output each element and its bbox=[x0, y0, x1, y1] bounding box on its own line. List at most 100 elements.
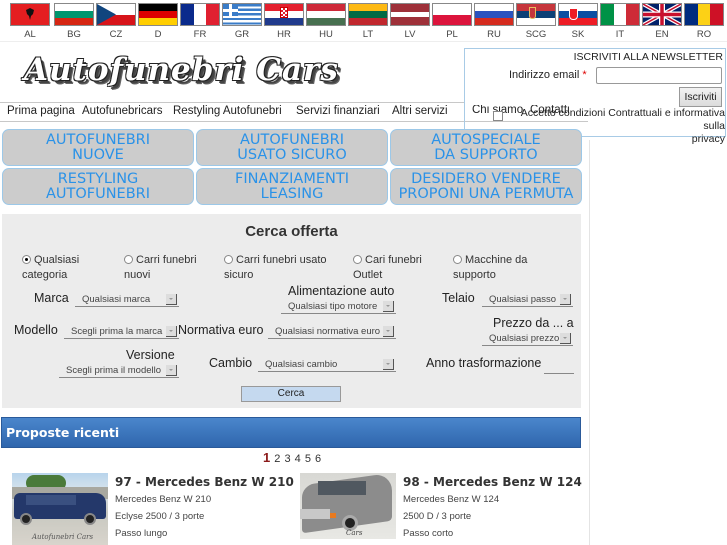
anno-label: Anno trasformazione bbox=[426, 356, 542, 370]
flag-lt[interactable]: LT bbox=[348, 3, 388, 41]
listing-card: Autofunebri Cars 97 - Mercedes Benz W 21… bbox=[12, 473, 302, 545]
cambio-select[interactable]: Qualsiasi cambio bbox=[258, 358, 396, 372]
listing-photo[interactable]: Autofunebri Cars bbox=[12, 473, 108, 545]
serbia-flag-icon bbox=[516, 3, 556, 26]
radio-unchecked-icon bbox=[124, 255, 133, 264]
flag-lv[interactable]: LV bbox=[390, 3, 430, 41]
main-nav: Prima pagina Autofunebricars Restyling A… bbox=[0, 102, 588, 122]
flag-cz[interactable]: CZ bbox=[96, 3, 136, 41]
alimentazione-select[interactable]: Qualsiasi tipo motore bbox=[281, 300, 396, 314]
nav-prima-pagina[interactable]: Prima pagina bbox=[7, 105, 75, 117]
newsletter-box: ISCRIVITI ALLA NEWSLETTER Indirizzo emai… bbox=[464, 48, 726, 145]
newsletter-title: ISCRIVITI ALLA NEWSLETTER bbox=[573, 51, 723, 63]
search-submit-button[interactable]: Cerca bbox=[241, 386, 341, 402]
marca-label: Marca bbox=[34, 291, 69, 305]
normativa-label: Normativa euro bbox=[178, 323, 264, 337]
flag-bg[interactable]: BG bbox=[54, 3, 94, 41]
subscribe-button[interactable]: Iscriviti bbox=[679, 87, 722, 107]
radio-carri-usato-sicuro[interactable]: Carri funebri usato sicuro bbox=[224, 254, 327, 281]
nav-altri-servizi[interactable]: Altri servizi bbox=[392, 105, 448, 117]
nav-contatti[interactable]: Contatti bbox=[530, 104, 570, 116]
flag-pl[interactable]: PL bbox=[432, 3, 472, 41]
versione-label: Versione bbox=[126, 348, 175, 362]
column-divider bbox=[589, 140, 590, 545]
dropdown-arrow-icon bbox=[383, 301, 394, 312]
flag-sk[interactable]: SK bbox=[558, 3, 598, 41]
dropdown-arrow-icon bbox=[166, 326, 177, 337]
listing-chassis: Passo lungo bbox=[115, 528, 168, 539]
modello-select[interactable]: Scegli prima la marca bbox=[64, 325, 179, 339]
newsletter-email-input[interactable] bbox=[596, 67, 722, 84]
prezzo-select[interactable]: Qualsiasi prezzo bbox=[482, 332, 573, 346]
radio-unchecked-icon bbox=[453, 255, 462, 264]
germany-flag-icon bbox=[138, 3, 178, 26]
telaio-select[interactable]: Qualsiasi passo bbox=[482, 293, 573, 307]
listing-title[interactable]: 97 - Mercedes Benz W 210 bbox=[115, 475, 294, 489]
marca-select[interactable]: Qualsiasi marca bbox=[75, 293, 179, 307]
listing-model: Mercedes Benz W 124 bbox=[403, 494, 500, 505]
radio-checked-icon bbox=[22, 255, 31, 264]
page-4[interactable]: 4 bbox=[294, 453, 301, 465]
listing-card: Cars 98 - Mercedes Benz W 124 Mercedes B… bbox=[300, 473, 590, 545]
flag-d[interactable]: D bbox=[138, 3, 178, 41]
terms-checkbox[interactable] bbox=[493, 111, 503, 121]
page-2[interactable]: 2 bbox=[274, 453, 281, 465]
romania-flag-icon bbox=[684, 3, 724, 26]
terms-text: Accetto condizioni Contrattuali e inform… bbox=[520, 107, 725, 145]
page-6[interactable]: 6 bbox=[315, 453, 322, 465]
flag-scg[interactable]: SCG bbox=[516, 3, 556, 41]
normativa-select[interactable]: Qualsiasi normativa euro bbox=[268, 325, 396, 339]
dropdown-arrow-icon bbox=[560, 294, 571, 305]
page-5[interactable]: 5 bbox=[304, 453, 311, 465]
nav-chi-siamo[interactable]: Chi siamo bbox=[472, 104, 524, 116]
email-label: Indirizzo email * bbox=[509, 69, 587, 81]
recent-listings-header: Proposte ricenti bbox=[1, 417, 581, 448]
radio-unchecked-icon bbox=[224, 255, 233, 264]
latvia-flag-icon bbox=[390, 3, 430, 26]
czech-flag-icon bbox=[96, 3, 136, 26]
radio-qualsiasi-categoria[interactable]: Qualsiasi categoria bbox=[22, 254, 80, 281]
flag-gr[interactable]: GR bbox=[222, 3, 262, 41]
page-3[interactable]: 3 bbox=[284, 453, 291, 465]
bulgaria-flag-icon bbox=[54, 3, 94, 26]
listing-version: 2500 D / 3 porte bbox=[403, 511, 472, 522]
site-logo[interactable]: Autofunebri Cars bbox=[24, 52, 339, 88]
nav-servizi-finanziari[interactable]: Servizi finanziari bbox=[296, 105, 380, 117]
flag-hr[interactable]: HR bbox=[264, 3, 304, 41]
radio-cari-outlet[interactable]: Cari funebri Outlet bbox=[353, 254, 422, 281]
listing-photo[interactable]: Cars bbox=[300, 473, 396, 539]
nav-autofunebricars[interactable]: Autofunebricars bbox=[82, 105, 163, 117]
uk-flag-icon bbox=[642, 3, 682, 26]
telaio-label: Telaio bbox=[442, 291, 475, 305]
flag-ro[interactable]: RO bbox=[684, 3, 724, 41]
hungary-flag-icon bbox=[306, 3, 346, 26]
flag-it[interactable]: IT bbox=[600, 3, 640, 41]
radio-macchine-supporto[interactable]: Macchine da supporto bbox=[453, 254, 528, 281]
flag-en[interactable]: EN bbox=[642, 3, 682, 41]
radio-carri-nuovi[interactable]: Carri funebri nuovi bbox=[124, 254, 197, 281]
anno-input[interactable] bbox=[544, 362, 574, 374]
croatia-flag-icon bbox=[264, 3, 304, 26]
versione-select[interactable]: Scegli prima il modello bbox=[59, 364, 179, 378]
dropdown-arrow-icon bbox=[383, 326, 394, 337]
russia-flag-icon bbox=[474, 3, 514, 26]
flag-ru[interactable]: RU bbox=[474, 3, 514, 41]
dropdown-arrow-icon bbox=[383, 359, 394, 370]
france-flag-icon bbox=[180, 3, 220, 26]
listing-title[interactable]: 98 - Mercedes Benz W 124 bbox=[403, 475, 582, 489]
flag-hu[interactable]: HU bbox=[306, 3, 346, 41]
nav-restyling-autofunebri[interactable]: Restyling Autofunebri bbox=[173, 105, 282, 117]
radio-unchecked-icon bbox=[353, 255, 362, 264]
flag-fr[interactable]: FR bbox=[180, 3, 220, 41]
flag-al[interactable]: AL bbox=[10, 3, 50, 41]
modello-label: Modello bbox=[14, 323, 58, 337]
page-1[interactable]: 1 bbox=[263, 450, 271, 465]
slovakia-flag-icon bbox=[558, 3, 598, 26]
search-panel: Cerca offerta Qualsiasi categoria Carri … bbox=[2, 214, 581, 408]
